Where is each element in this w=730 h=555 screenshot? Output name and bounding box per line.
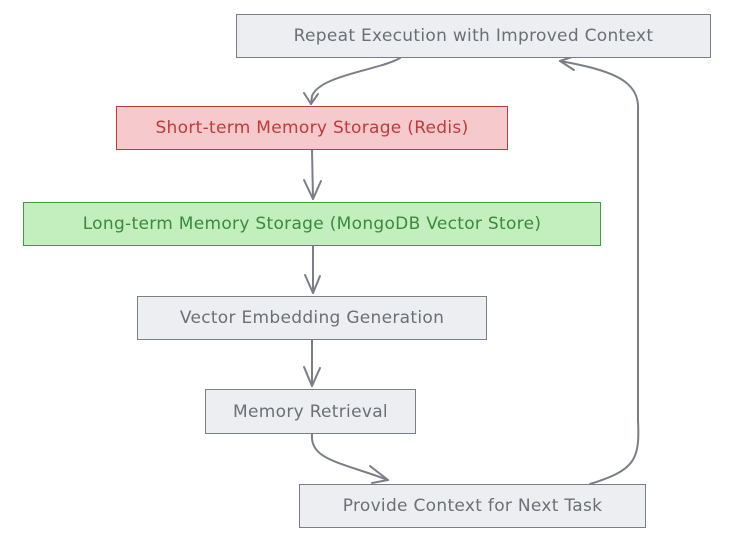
- edge-provide-to-repeat: [559, 60, 640, 485]
- arrowhead-short-term: [303, 92, 319, 105]
- arrowhead-repeat: [559, 55, 576, 71]
- node-repeat-execution: Repeat Execution with Improved Context: [236, 14, 711, 58]
- edge-retrieval-to-provide: [310, 433, 389, 481]
- node-vector-embedding: Vector Embedding Generation: [137, 296, 487, 340]
- node-provide-context: Provide Context for Next Task: [299, 484, 646, 528]
- node-short-term-memory-label: Short-term Memory Storage (Redis): [155, 118, 469, 138]
- node-memory-retrieval: Memory Retrieval: [205, 389, 416, 434]
- arrowhead-retrieval: [303, 366, 321, 387]
- node-provide-context-label: Provide Context for Next Task: [342, 496, 603, 516]
- node-long-term-memory-label: Long-term Memory Storage (MongoDB Vector…: [82, 214, 542, 234]
- node-memory-retrieval-label: Memory Retrieval: [233, 401, 388, 422]
- node-vector-embedding-label: Vector Embedding Generation: [179, 308, 445, 328]
- arrowhead-provide: [369, 465, 389, 484]
- arrowhead-long-term: [303, 179, 322, 200]
- node-long-term-memory: Long-term Memory Storage (MongoDB Vector…: [23, 202, 601, 246]
- node-short-term-memory: Short-term Memory Storage (Redis): [116, 106, 508, 150]
- edge-short-term-to-long-term: [311, 149, 314, 200]
- edge-repeat-to-short-term: [310, 57, 401, 105]
- node-repeat-execution-label: Repeat Execution with Improved Context: [293, 26, 654, 46]
- arrowhead-embedding: [304, 274, 321, 294]
